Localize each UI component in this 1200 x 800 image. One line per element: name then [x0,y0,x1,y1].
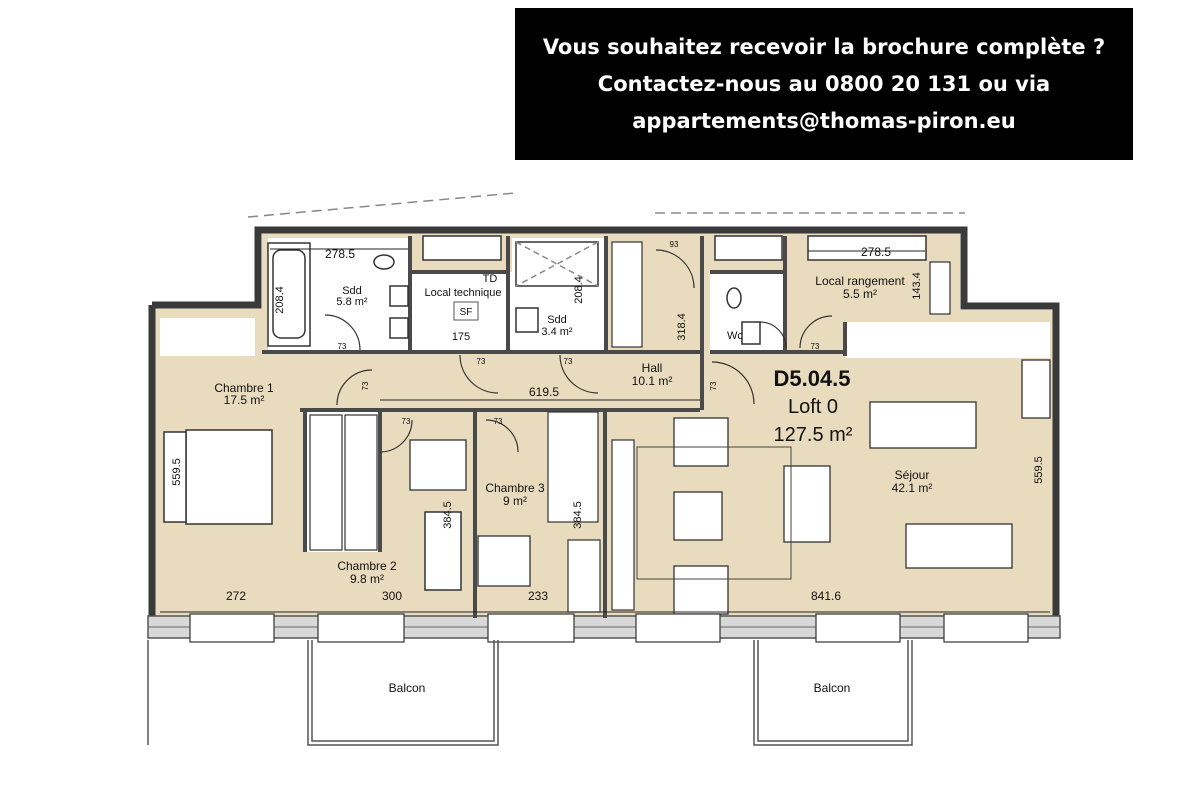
balconies [147,640,913,746]
dim-384-5-b: 384.5 [572,501,584,529]
label-local-rangement-area: 5.5 m² [843,287,877,301]
toilets [373,254,742,309]
door-width-6: 73 [811,342,820,351]
dim-175: 175 [452,331,470,343]
label-chambre3-area: 9 m² [503,494,527,508]
label-hall-area: 10.1 m² [632,374,673,388]
label-sdd1-area: 5.8 m² [336,296,368,308]
dim-300: 300 [382,589,402,603]
beds [163,429,462,591]
unit-type: Loft 0 [788,396,838,418]
label-sdd1: Sdd [342,285,362,297]
unit-code: D5.04.5 [773,366,850,391]
banner-line-1: Vous souhaitez recevoir la brochure comp… [542,34,1106,59]
dim-272: 272 [226,589,246,603]
door-width-2: 73 [477,357,486,366]
dim-143-4: 143.4 [911,272,923,300]
dim-233: 233 [528,589,548,603]
label-sejour-area: 42.1 m² [892,481,933,495]
desks [409,439,531,587]
bottom-windows [189,613,1029,643]
label-sdd2-area: 3.4 m² [541,326,573,338]
label-chambre1-area: 17.5 m² [224,393,265,407]
door-width-7: 73 [361,381,370,390]
banner-line-2: Contactez-nous au 0800 20 131 ou via [597,71,1051,96]
label-balcon-right: Balcon [814,681,851,695]
outer-walls [148,226,1060,620]
label-td: TD [483,273,498,285]
dim-208-4-left: 208.4 [274,286,286,314]
sejour-furniture [673,359,1051,615]
wardrobes [309,241,951,613]
top-windows [422,235,927,261]
dim-93: 93 [670,240,679,249]
label-sejour: Séjour [895,468,930,482]
label-hall: Hall [642,361,663,375]
label-chambre1: Chambre 1 [214,381,274,395]
label-sf: SF [460,307,473,318]
roof-dashed-line-left [247,192,516,218]
dim-559-5-right: 559.5 [1033,456,1045,484]
sf-box [453,301,479,321]
label-local-rangement: Local rangement [815,274,905,288]
label-chambre2: Chambre 2 [337,559,397,573]
closet-chambre1 [160,318,255,356]
door-width-1: 73 [338,342,347,351]
dimension-lines [160,248,1050,613]
label-balcon-left: Balcon [389,681,426,695]
dim-208-4-mid: 208.4 [573,276,585,304]
door-width-8: 73 [709,381,718,390]
interior-walls [262,236,847,618]
kitchen-floor [845,322,1050,358]
banner-line-3: appartements@thomas-piron.eu [632,108,1016,133]
label-chambre3: Chambre 3 [485,481,545,495]
label-wc: Wc [727,330,743,342]
label-sdd2: Sdd [547,314,567,326]
dim-559-5-left: 559.5 [171,458,183,486]
door-width-3: 73 [564,357,573,366]
dim-278-5-right: 278.5 [861,245,891,259]
rug [636,446,792,580]
shower [515,241,599,287]
unit-area: 127.5 m² [774,424,853,446]
door-width-4: 73 [402,417,411,426]
dim-384-5-a: 384.5 [442,501,454,529]
washbasins [389,285,761,345]
dim-278-5-left: 278.5 [325,247,355,261]
bathtub [267,242,311,347]
doors [324,249,833,453]
dim-619-5: 619.5 [529,385,559,399]
dim-841-6: 841.6 [811,589,841,603]
dim-318-4: 318.4 [676,313,688,341]
brochure-banner: Vous souhaitez recevoir la brochure comp… [515,8,1133,160]
label-chambre2-area: 9.8 m² [350,572,384,586]
door-width-5: 73 [494,417,503,426]
label-local-technique: Local technique [424,287,501,299]
